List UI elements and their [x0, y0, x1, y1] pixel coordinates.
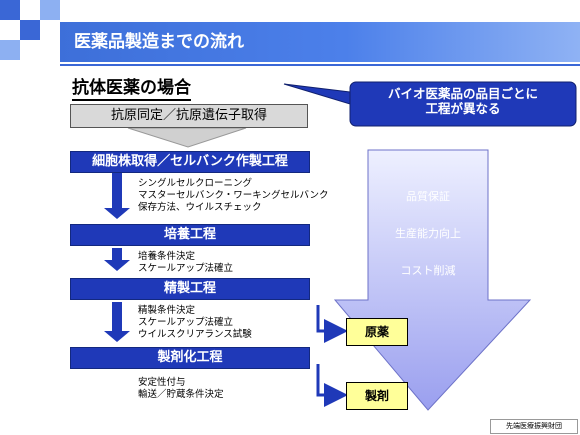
step-purification: 精製工程: [70, 278, 310, 300]
header-square-1: [0, 0, 20, 20]
subtitle: 抗体医薬の場合: [72, 73, 191, 101]
note-line: 保存方法、ウイルスチェック: [138, 202, 262, 213]
arrow-to-drug-product: [316, 364, 348, 407]
header-square-2: [20, 20, 40, 40]
label-cost-reduction: コスト削減: [400, 264, 456, 277]
step-culture: 培養工程: [70, 224, 310, 246]
header-square-3: [40, 0, 60, 20]
note-line: マスターセルバンク・ワーキングセルバンク: [138, 190, 329, 201]
grey-down-triangle: [127, 127, 247, 148]
header-band: [60, 22, 580, 62]
callout-pointer: [283, 83, 351, 105]
page-title: 医薬品製造までの流れ: [74, 32, 244, 52]
note-line: シングルセルクローニング: [138, 178, 253, 189]
note-line: 安定性付与: [138, 377, 186, 388]
callout-line-2: 工程が異なる: [425, 101, 501, 116]
callout-text: バイオ医薬品の品目ごとに 工程が異なる: [352, 86, 574, 116]
label-capacity-improvement: 生産能力向上: [395, 227, 461, 240]
callout-line-1: バイオ医薬品の品目ごとに: [387, 86, 538, 101]
header-square-4: [0, 40, 20, 60]
header-rule: [60, 64, 580, 66]
note-line: ウイルスクリアランス試験: [138, 329, 252, 340]
step-arrow-2: [104, 248, 130, 271]
antigen-step-box: 抗原同定／抗原遺伝子取得: [70, 104, 308, 128]
drug-product-box: 製剤: [346, 382, 408, 410]
step-cell-bank: 細胞株取得／セルバンク作製工程: [70, 151, 310, 173]
step-arrow-1: [104, 173, 130, 219]
note-line: スケールアップ法確立: [138, 317, 234, 328]
step-cell-bank-notes: シングルセルクローニング マスターセルバンク・ワーキングセルバンク 保存方法、ウ…: [138, 178, 328, 214]
arrow-to-drug-substance: [316, 305, 348, 343]
note-line: 精製条件決定: [138, 305, 196, 316]
step-formulation: 製剤化工程: [70, 347, 310, 369]
step-formulation-notes: 安定性付与 輸送／貯蔵条件決定: [138, 377, 224, 401]
note-line: 培養条件決定: [138, 251, 196, 262]
label-quality-assurance: 品質保証: [406, 190, 450, 203]
callout-box: [349, 81, 577, 127]
step-arrow-3: [104, 302, 130, 342]
note-line: スケールアップ法確立: [138, 263, 234, 274]
step-culture-notes: 培養条件決定 スケールアップ法確立: [138, 251, 233, 275]
step-purification-notes: 精製条件決定 スケールアップ法確立 ウイルスクリアランス試験: [138, 305, 252, 341]
drug-substance-box: 原薬: [346, 318, 408, 346]
footer-organization: 先端医療振興財団: [490, 419, 578, 434]
note-line: 輸送／貯蔵条件決定: [138, 389, 224, 400]
